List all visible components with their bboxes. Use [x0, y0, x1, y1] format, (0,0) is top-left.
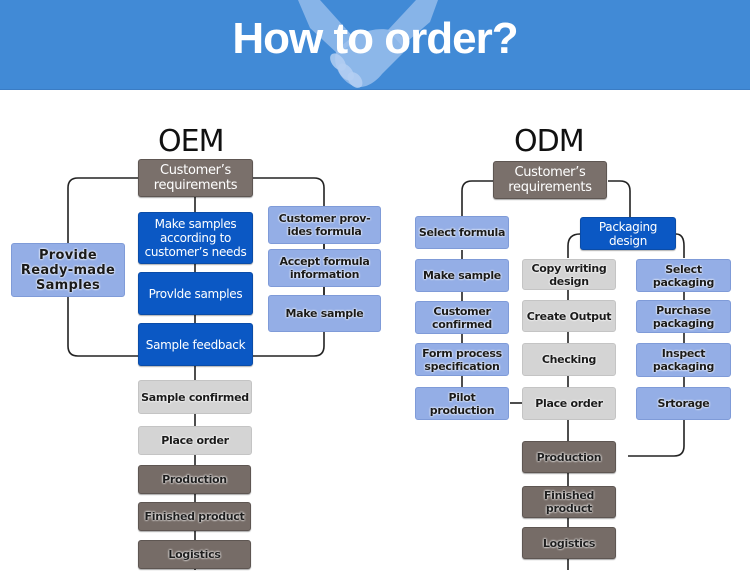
odm-select-formula-box: Select formula [415, 216, 509, 249]
odm-purchase-packaging-box: Purchase packaging [636, 300, 731, 333]
oem-accept-formula-box: Accept formula information [268, 249, 381, 287]
odm-create-output-box: Create Output [522, 300, 616, 332]
odm-start-box: Customer’s requirements [493, 161, 607, 199]
odm-select-packaging-box: Select packaging [636, 259, 731, 292]
handshake-icon [298, 0, 438, 88]
odm-right-link [608, 180, 631, 218]
oem-ready-made-samples-box: Provide Ready-made Samples [11, 243, 125, 297]
odm-checking-box: Checking [522, 343, 616, 376]
oem-start-box: Customer’s requirements [138, 159, 253, 197]
odm-storage-box: Srtorage [636, 387, 731, 420]
oem-production-box: Production [138, 465, 251, 494]
oem-finished-product-box: Finished product [138, 502, 251, 531]
odm-pilot-production-box: Pilot production [415, 387, 509, 420]
oem-title: OEM [158, 124, 224, 159]
odm-packaging-design-box: Packaging design [580, 217, 676, 250]
oem-make-sample-box: Make sample [268, 295, 381, 332]
page-title: How to order? [232, 14, 518, 63]
odm-inspect-packaging-box: Inspect packaging [636, 343, 731, 377]
odm-production-box: Production [522, 441, 616, 473]
odm-title: ODM [514, 124, 585, 159]
odm-left-link [461, 180, 493, 216]
oem-sample-confirmed-box: Sample confirmed [138, 380, 252, 414]
oem-sample-feedback-box: Sample feedback [138, 323, 253, 366]
odm-form-process-box: Form process specification [415, 343, 509, 376]
oem-place-order-box: Place order [138, 426, 252, 455]
odm-finished-product-box: Finished product [522, 486, 616, 518]
header-banner: How to order? [0, 0, 750, 90]
odm-place-order-box: Place order [522, 387, 616, 420]
odm-logistics-box: Logistics [522, 527, 616, 559]
oem-customer-formula-box: Customer prov-ides formula [268, 206, 381, 244]
oem-provide-samples-box: Provlde samples [138, 272, 253, 315]
oem-logistics-box: Logistics [138, 540, 251, 569]
odm-make-sample-box: Make sample [415, 259, 509, 292]
oem-make-samples-box: Make samples according to customer’s nee… [138, 212, 253, 264]
odm-copy-writing-box: Copy writing design [522, 259, 616, 290]
odm-customer-confirmed-box: Customer confirmed [415, 301, 509, 334]
